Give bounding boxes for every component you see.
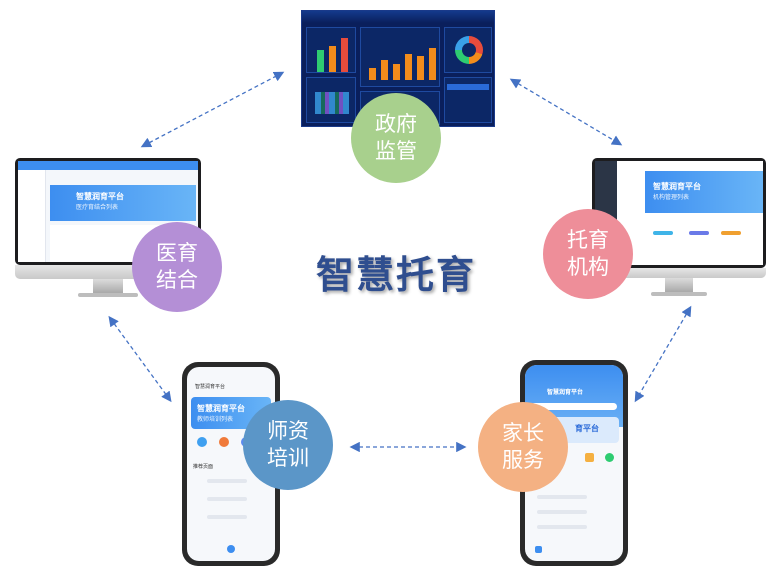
node-medical-line1: 医育 bbox=[156, 241, 198, 265]
teacher-app-name: 智慧润育平台 bbox=[195, 384, 226, 390]
node-parent-line1: 家长 bbox=[502, 421, 544, 445]
arrow-gov-institution bbox=[509, 78, 623, 146]
node-teacher: 师资 培训 bbox=[243, 400, 333, 490]
node-institution: 托育 机构 bbox=[543, 209, 633, 299]
institution-banner-title: 智慧润育平台 bbox=[653, 182, 701, 191]
arrow-medical-teacher bbox=[108, 315, 172, 403]
teacher-banner-subtitle: 教师培训列表 bbox=[197, 416, 234, 423]
node-parent: 家长 服务 bbox=[478, 402, 568, 492]
node-teacher-line1: 师资 bbox=[267, 419, 309, 443]
node-medical-line2: 结合 bbox=[156, 268, 198, 292]
parent-banner-text: 育平台 bbox=[575, 424, 599, 433]
institution-banner-subtitle: 机构管理列表 bbox=[653, 194, 690, 201]
teacher-section-title: 推荐页面 bbox=[193, 464, 214, 470]
node-institution-line1: 托育 bbox=[567, 228, 609, 252]
gov-dashboard-screenshot bbox=[301, 10, 495, 127]
node-medical: 医育 结合 bbox=[132, 222, 222, 312]
node-gov-line2: 监管 bbox=[375, 139, 417, 163]
parent-app-name: 智慧润育平台 bbox=[547, 389, 584, 396]
node-teacher-line2: 培训 bbox=[267, 446, 309, 470]
arrow-institution-parent bbox=[634, 305, 692, 403]
arrow-gov-medical bbox=[140, 71, 285, 148]
node-parent-line2: 服务 bbox=[502, 448, 544, 472]
node-gov-line1: 政府 bbox=[375, 112, 417, 136]
medical-banner-subtitle: 医疗育结合列表 bbox=[76, 204, 119, 211]
medical-banner-title: 智慧润育平台 bbox=[76, 192, 124, 201]
node-institution-line2: 机构 bbox=[567, 255, 609, 279]
node-gov: 政府 监管 bbox=[351, 93, 441, 183]
center-title: 智慧托育 bbox=[315, 253, 476, 297]
teacher-banner-title: 智慧润育平台 bbox=[197, 404, 245, 413]
